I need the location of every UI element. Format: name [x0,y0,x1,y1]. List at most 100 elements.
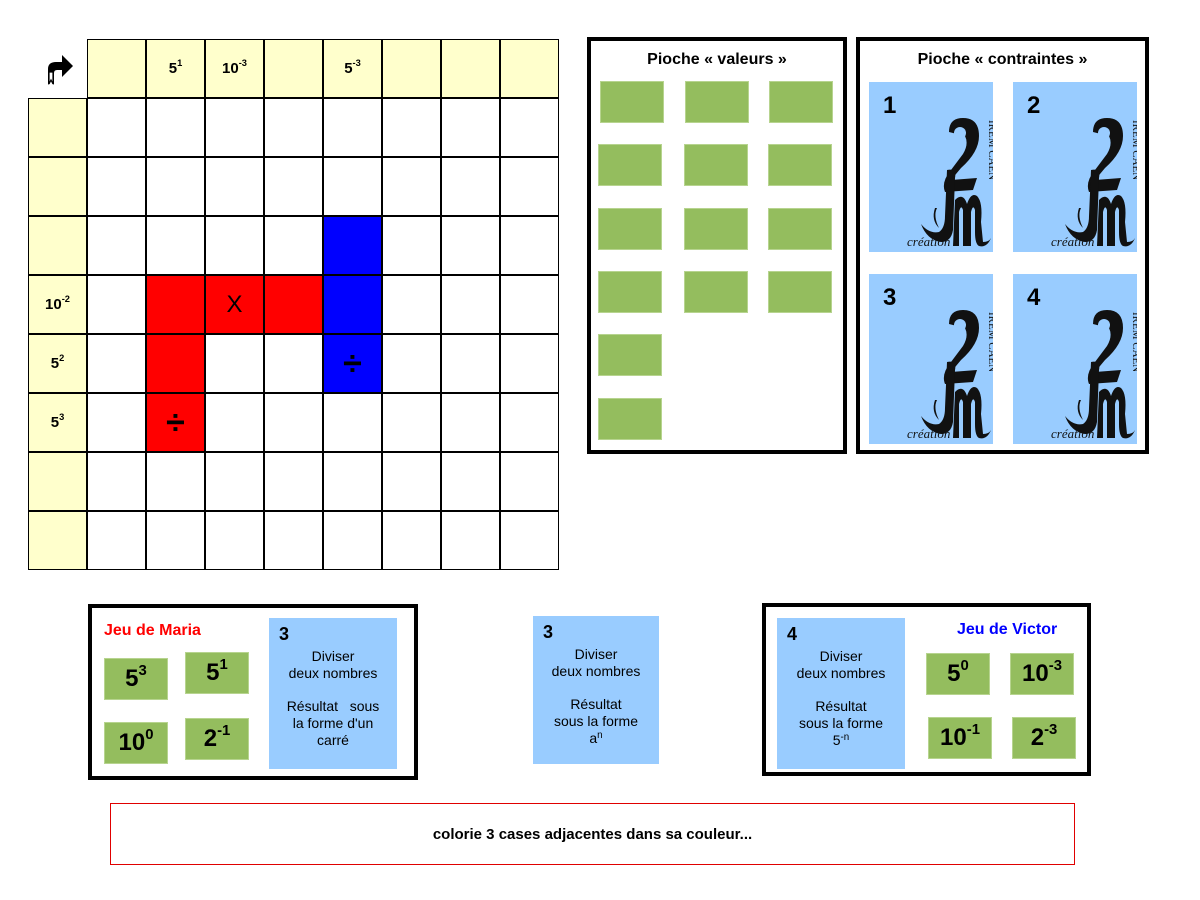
rule-text: deux nombres [796,665,886,681]
grid-cell[interactable] [205,452,264,511]
grid-cell[interactable] [146,157,205,216]
grid-cell[interactable] [146,452,205,511]
grid-cell[interactable] [323,511,382,570]
constraint-number: 4 [1027,284,1041,311]
value-card-facedown[interactable] [598,398,662,440]
grid-cell[interactable] [323,157,382,216]
grid-cell[interactable] [87,216,146,275]
grid-cell[interactable] [205,157,264,216]
grid-cell[interactable] [382,157,441,216]
grid-cell[interactable] [441,157,500,216]
grid-cell[interactable] [87,511,146,570]
grid-cell[interactable] [205,98,264,157]
grid-cell[interactable] [441,334,500,393]
grid-cell[interactable] [87,275,146,334]
grid-cell[interactable] [382,452,441,511]
grid-cell[interactable] [87,157,146,216]
share-arrow-button[interactable] [28,39,87,98]
value-card-facedown[interactable] [684,271,748,313]
maria-constraint-card[interactable]: 3 Diviser deux nombres Résultat sous la … [269,618,397,769]
grid-cell[interactable] [264,157,323,216]
grid-cell-red[interactable] [146,334,205,393]
value-card-facedown[interactable] [769,81,833,123]
grid-cell[interactable] [441,393,500,452]
victor-card[interactable]: 10-3 [1010,653,1074,695]
grid-cell[interactable] [87,98,146,157]
value-card-facedown[interactable] [768,208,832,250]
grid-cell[interactable] [87,452,146,511]
grid-cell[interactable] [146,511,205,570]
maria-card[interactable]: 2-1 [185,718,249,760]
grid-cell[interactable] [441,98,500,157]
grid-cell[interactable] [500,334,559,393]
row-header: 10-2 [28,275,87,334]
grid-cell-red[interactable] [264,275,323,334]
value-card-facedown[interactable] [600,81,664,123]
grid-cell[interactable] [441,452,500,511]
victor-card[interactable]: 2-3 [1012,717,1076,759]
grid-cell[interactable] [500,275,559,334]
grid-cell[interactable] [264,393,323,452]
value-card-facedown[interactable] [768,271,832,313]
value-card-facedown[interactable] [684,144,748,186]
grid-cell[interactable] [500,157,559,216]
grid-cell-blue[interactable] [323,275,382,334]
grid-cell[interactable] [500,452,559,511]
grid-cell[interactable] [323,452,382,511]
grid-cell[interactable] [382,393,441,452]
value-card-facedown[interactable] [598,334,662,376]
grid-cell[interactable] [500,511,559,570]
grid-cell[interactable] [205,393,264,452]
grid-cell[interactable] [441,511,500,570]
grid-cell[interactable] [264,216,323,275]
grid-cell-blue[interactable]: ÷ [323,334,382,393]
grid-cell[interactable] [205,334,264,393]
grid-cell[interactable] [382,98,441,157]
grid-cell-red[interactable]: X [205,275,264,334]
value-card-facedown[interactable] [685,81,749,123]
svg-text:IREM CAEN: IREM CAEN [986,312,993,372]
drawn-constraint-card[interactable]: 3 Diviser deux nombres Résultat sous la … [533,616,659,764]
row-header [28,452,87,511]
grid-cell[interactable] [87,334,146,393]
grid-cell-red[interactable] [146,275,205,334]
grid-cell-red[interactable]: ÷ [146,393,205,452]
grid-cell[interactable] [146,98,205,157]
value-card-facedown[interactable] [684,208,748,250]
grid-cell[interactable] [146,216,205,275]
grid-cell[interactable] [264,452,323,511]
grid-cell[interactable] [87,393,146,452]
grid-cell[interactable] [500,98,559,157]
victor-card[interactable]: 10-1 [928,717,992,759]
grid-cell-blue[interactable] [323,216,382,275]
grid-cell[interactable] [500,393,559,452]
value-card-facedown[interactable] [598,144,662,186]
grid-cell[interactable] [323,98,382,157]
grid-cell[interactable] [382,275,441,334]
grid-cell[interactable] [441,216,500,275]
value-card-facedown[interactable] [598,208,662,250]
grid-cell[interactable] [382,334,441,393]
grid-cell[interactable] [382,511,441,570]
grid-cell[interactable] [264,511,323,570]
grid-cell[interactable] [382,216,441,275]
grid-cell[interactable] [205,511,264,570]
grid-cell[interactable] [264,98,323,157]
row-header [28,216,87,275]
victor-constraint-card[interactable]: 4 Diviser deux nombres Résultat sous la … [777,618,905,769]
grid-cell[interactable] [264,334,323,393]
grid-cell[interactable] [500,216,559,275]
grid-cell[interactable] [323,393,382,452]
grid-cell[interactable] [441,275,500,334]
grid-cell[interactable] [205,216,264,275]
value-card-facedown[interactable] [598,271,662,313]
value-card-facedown[interactable] [768,144,832,186]
